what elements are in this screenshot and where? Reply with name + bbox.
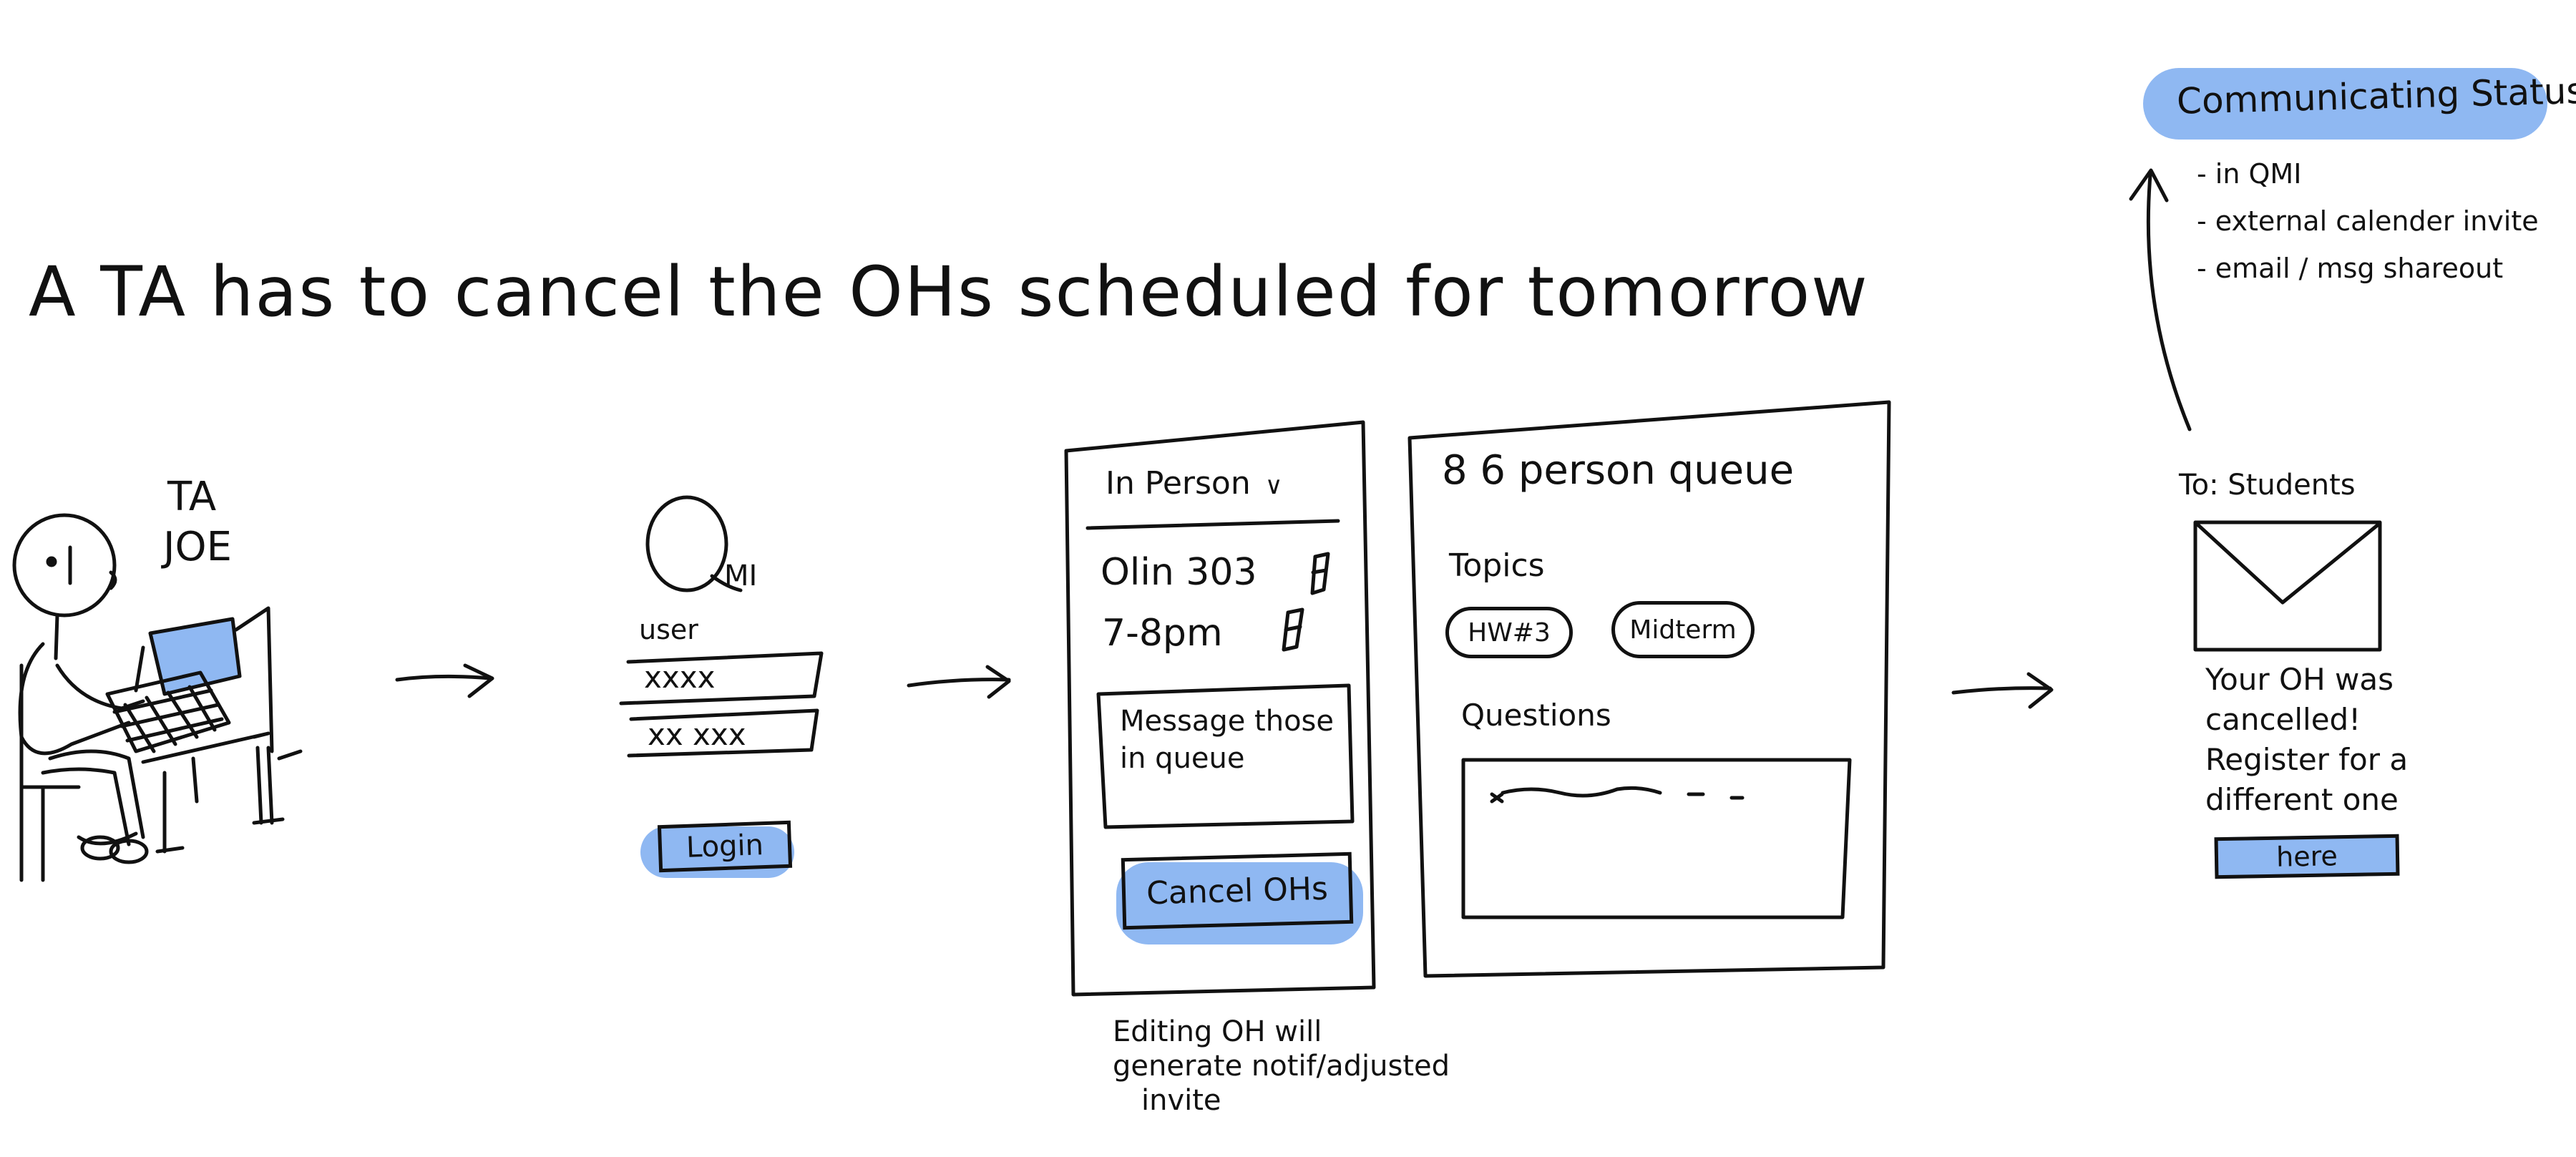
login-highlight <box>640 826 794 878</box>
pencil-icon <box>1310 552 1330 595</box>
persona-label: TA JOE <box>163 472 232 572</box>
email-body-line: Your OH was <box>2205 662 2394 697</box>
status-list-item: - external calender invite <box>2197 205 2539 237</box>
location-field[interactable]: Olin 303 <box>1101 551 1257 594</box>
mode-select[interactable]: In Person ∨ <box>1106 465 1283 502</box>
arrow-right-icon <box>395 663 494 698</box>
edit-caption-line: generate notif/adjusted <box>1113 1050 1450 1083</box>
edit-caption-line: invite <box>1141 1084 1221 1117</box>
topic-chip[interactable]: HW#3 <box>1445 607 1573 658</box>
status-list-item: - email / msg shareout <box>2197 253 2504 284</box>
persona-name: JOE <box>163 524 232 570</box>
question-scribble <box>1501 786 1745 800</box>
page-title: A TA has to cancel the OHs scheduled for… <box>29 252 1869 332</box>
password-box-outline <box>627 708 819 758</box>
qmi-logo-icon <box>645 495 743 592</box>
queue-title: 8 6 person queue <box>1442 447 1795 494</box>
login-button[interactable]: Login <box>657 820 793 873</box>
arrow-up-icon <box>2129 168 2192 431</box>
qmi-logo-text: MI <box>724 560 758 592</box>
persona-role: TA <box>167 474 217 520</box>
cancel-highlight <box>1116 862 1363 944</box>
mode-select-label: In Person <box>1106 465 1251 502</box>
user-field-label: user <box>639 614 698 645</box>
pencil-icon <box>1282 607 1304 652</box>
message-box-outline <box>1096 683 1355 829</box>
arrow-right-icon <box>907 665 1011 699</box>
status-list-item: - in QMI <box>2197 158 2302 190</box>
time-field[interactable]: 7-8pm <box>1102 612 1223 655</box>
edit-panel-frame <box>1064 420 1376 997</box>
chevron-down-icon: ∨ <box>1264 472 1283 500</box>
arrow-right-icon <box>1951 672 2054 709</box>
username-input[interactable]: xxxx <box>644 660 716 695</box>
email-body-line: Register for a <box>2205 742 2409 777</box>
username-box-outline <box>619 651 824 706</box>
topic-chip[interactable]: Midterm <box>1611 601 1755 658</box>
message-textarea[interactable]: Message those in queue <box>1120 705 1334 775</box>
topics-label: Topics <box>1449 547 1545 584</box>
questions-box-outline <box>1461 758 1852 919</box>
cancel-ohs-button[interactable]: Cancel OHs <box>1121 851 1354 930</box>
edit-caption-line: Editing OH will <box>1113 1015 1322 1048</box>
email-body-line: different one <box>2205 782 2399 817</box>
email-body: Your OH was cancelled! Register for a di… <box>2205 660 2408 820</box>
questions-label: Questions <box>1461 698 1611 733</box>
register-here-button[interactable]: here <box>2214 834 2400 879</box>
email-body-line: cancelled! <box>2205 702 2361 737</box>
edit-caption: Editing OH will generate notif/adjusted … <box>1113 1015 1450 1118</box>
status-list: - in QMI - external calender invite - em… <box>2197 150 2539 292</box>
envelope-icon <box>2193 520 2382 652</box>
email-recipient: To: Students <box>2179 469 2356 502</box>
ta-figure-icon <box>12 513 149 882</box>
queue-panel-frame <box>1407 400 1891 978</box>
laptop-desk-icon <box>105 606 303 854</box>
status-heading-highlight <box>2143 68 2547 140</box>
password-input[interactable]: xx xxx <box>648 717 746 752</box>
